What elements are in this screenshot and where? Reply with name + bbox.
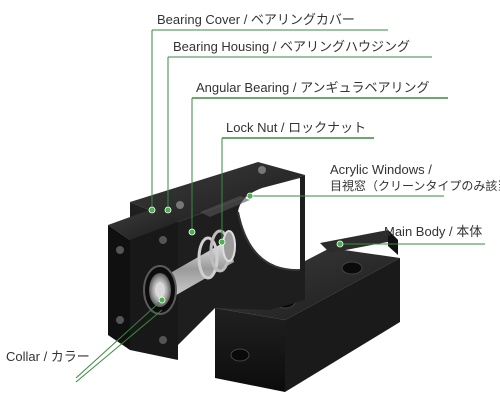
leader-collar [75, 299, 163, 379]
bearing-internals [143, 229, 236, 315]
dot-angular-bearing [188, 228, 196, 236]
base-hole [230, 348, 250, 362]
housing-top-face [130, 162, 305, 222]
cover-hole [116, 246, 124, 254]
label-collar: Collar / カラー [6, 349, 90, 364]
dot-lock-nut [218, 238, 226, 246]
label-main-body: Main Body / 本体 [384, 224, 483, 239]
housing-arch [238, 178, 300, 271]
dot-bearing-cover [148, 206, 156, 214]
cover-top-face [108, 208, 178, 240]
cover-hole [159, 336, 167, 344]
label-lock-nut: Lock Nut / ロックナット [226, 120, 367, 135]
label-acrylic-windows-line1: Acrylic Windows / [330, 162, 432, 177]
leader-dots [148, 192, 344, 304]
dot-acrylic-windows [246, 192, 254, 200]
base-hole [341, 261, 363, 275]
housing-bolt [258, 166, 266, 174]
cover-hole [159, 236, 167, 244]
leader-collar-2 [75, 309, 163, 383]
housing-bolt [176, 201, 184, 209]
acrylic-window [200, 196, 250, 217]
label-bearing-cover: Bearing Cover / ベアリングカバー [157, 12, 355, 27]
dot-main-body [336, 240, 344, 248]
dot-bearing-housing [164, 206, 172, 214]
main-body-end-face [285, 258, 400, 392]
label-bearing-housing: Bearing Housing / ベアリングハウジング [173, 39, 410, 54]
dot-collar [158, 296, 166, 304]
label-acrylic-windows-line2: 目視窓（クリーンタイプのみ該当） [330, 179, 500, 193]
angular-bearing-ring [197, 236, 219, 280]
main-body-front-face [215, 308, 285, 392]
lock-nut [222, 230, 236, 262]
label-angular-bearing: Angular Bearing / アンギュラベアリング [196, 80, 430, 95]
cover-front-face [108, 225, 130, 350]
cover-hole [116, 316, 124, 324]
